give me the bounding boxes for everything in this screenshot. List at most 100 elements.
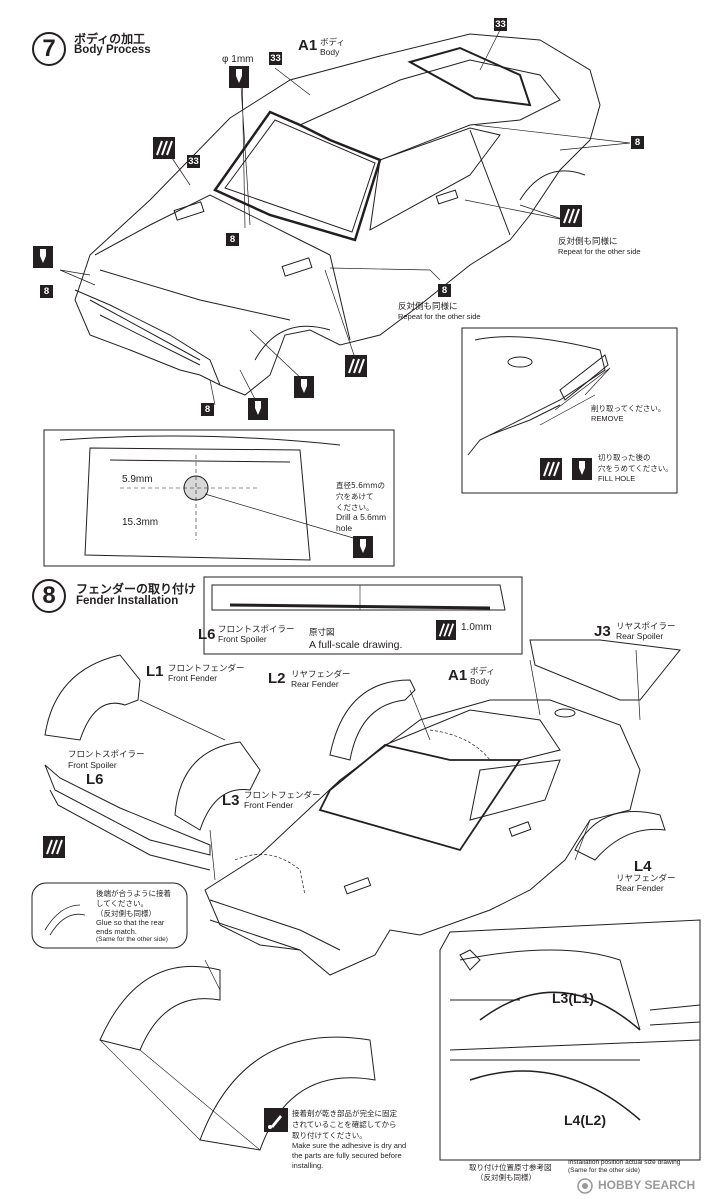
drill-note-jp-1: 直径5.6mmの (336, 481, 386, 490)
fullscale-label-en: A full-scale drawing. (309, 639, 403, 651)
glue-icon (264, 1108, 288, 1132)
watermark-text: HOBBY SEARCH (598, 1178, 696, 1192)
j3-label-jp: リヤスポイラー (616, 622, 676, 632)
l1-code: L1 (146, 663, 164, 680)
paint-tag-33: 33 (269, 52, 282, 65)
dry-note-en-2: the parts are fully secured before (292, 1151, 402, 1160)
paint-stripes-icon (43, 836, 65, 858)
l6-code: L6 (86, 771, 104, 788)
drill-size-label: φ 1mm (222, 54, 254, 65)
dim-bottom-label: 15.3mm (122, 517, 159, 528)
a1-step8-label-en: Body (470, 676, 490, 686)
position-label-rear: L4(L2) (564, 1112, 606, 1128)
position-caption-en-1: Installation position actual size drawin… (568, 1159, 681, 1166)
color-tag-8: 8 (226, 233, 239, 246)
remove-detail-drawing (461, 327, 678, 494)
repeat-note-en: Repeat for the other side (398, 312, 481, 321)
fullscale-part-code: L6 (198, 626, 216, 643)
remove-note-jp: 削り取ってください。 (591, 404, 666, 413)
color-tag-8: 8 (201, 403, 214, 416)
remove-note-en: REMOVE (591, 414, 624, 423)
l2-label-jp: リヤフェンダー (291, 670, 351, 680)
repeat-note-en: Repeat for the other side (558, 247, 641, 256)
position-caption-en-2: (Same for the other side) (568, 1167, 640, 1174)
fullscale-drawing (203, 576, 523, 655)
step7-car-body-drawing (59, 29, 631, 406)
hobbysearch-logo-icon (574, 1178, 596, 1194)
step-7-title-en: Body Process (74, 44, 151, 56)
glue-note-bubble (31, 882, 188, 949)
paint-tag-33: 33 (187, 155, 200, 168)
l6-label-en: Front Spoiler (68, 760, 117, 770)
fullscale-dim: 1.0mm (461, 622, 492, 633)
position-caption-jp-2: （反対側も同様） (476, 1173, 536, 1182)
glue-note-jp-1: 後端が合うように接着 (96, 889, 171, 898)
step-8-number: 8 (32, 579, 66, 613)
l4-code: L4 (634, 858, 652, 875)
dry-note-en-3: installing. (292, 1161, 324, 1170)
color-tag-8: 8 (40, 285, 53, 298)
fill-note-jp-2: 穴をうめてください。 (598, 464, 673, 473)
l4-label-en: Rear Fender (616, 883, 664, 893)
l3-label-en: Front Fender (244, 800, 294, 810)
dry-note-jp-2: されていることを確認してから (292, 1120, 397, 1129)
repeat-note-jp: 反対側も同様に (398, 302, 458, 312)
drill-note-jp-2: 穴をあけて (336, 492, 374, 501)
j3-label-en: Rear Spoiler (616, 631, 664, 641)
l2-label-en: Rear Fender (291, 679, 339, 689)
step-8-title-en: Fender Installation (76, 595, 179, 607)
drill-note-en-2: hole (336, 523, 353, 533)
step8-parts-drawing (44, 639, 681, 1151)
position-label-front: L3(L1) (552, 990, 594, 1006)
fill-note-en: FILL HOLE (598, 474, 636, 483)
l2-code: L2 (268, 670, 286, 687)
dry-note-jp-3: 取り付けてください。 (292, 1131, 367, 1140)
drill-icon (353, 536, 373, 558)
l4-label-jp: リヤフェンダー (616, 874, 676, 884)
fill-note-jp-1: 切り取った後の (598, 453, 651, 462)
position-caption-jp-1: 取り付け位置原寸参考図 (469, 1163, 552, 1172)
drill-icon (229, 66, 249, 88)
l1-label-jp: フロントフェンダー (168, 664, 245, 674)
fullscale-part-en: Front Spoiler (218, 634, 267, 644)
drill-detail-drawing (43, 429, 395, 567)
paint-stripes-icon (540, 458, 562, 480)
paint-stripes-icon (153, 137, 175, 159)
a1-code: A1 (298, 37, 318, 54)
color-tag-8: 8 (438, 284, 451, 297)
drill-note-jp-3: ください。 (336, 503, 374, 512)
step-8-title-jp: フェンダーの取り付け (76, 582, 197, 596)
paint-stripes-icon (436, 620, 456, 640)
dry-note-en-1: Make sure the adhesive is dry and (292, 1141, 407, 1150)
a1-label-jp: ボディ (320, 38, 345, 48)
drill-note-en-1: Drill a 5.6mm (336, 512, 387, 522)
a1-step8-label-jp: ボディ (470, 667, 495, 677)
l3-code: L3 (222, 792, 240, 809)
paint-tag-33: 33 (494, 18, 507, 31)
repeat-note-jp: 反対側も同様に (558, 237, 618, 247)
l6-label-jp: フロントスポイラー (68, 750, 145, 760)
dim-top-label: 5.9mm (122, 474, 153, 485)
l3-label-jp: フロントフェンダー (244, 791, 321, 801)
position-view-drawing (439, 919, 701, 1161)
paint-stripes-icon (345, 355, 367, 377)
drill-icon (572, 458, 592, 480)
step-7-number: 7 (32, 32, 66, 66)
drill-icon (248, 398, 268, 420)
glue-note-jp-3: （反対側も同様） (96, 909, 156, 918)
drill-icon (294, 376, 314, 398)
color-tag-8: 8 (631, 136, 644, 149)
glue-note-en-3: (Same for the other side) (96, 936, 168, 943)
glue-note-en-1: Glue so that the rear (96, 918, 165, 927)
dry-note-jp-1: 接着剤が乾き部品が完全に固定 (292, 1109, 397, 1118)
fullscale-part-jp: フロントスポイラー (218, 625, 295, 635)
drill-icon (33, 246, 53, 268)
glue-note-en-2: ends match. (96, 927, 137, 936)
a1-label-en: Body (320, 47, 340, 57)
fullscale-label-jp: 原寸図 (309, 628, 335, 638)
paint-stripes-icon (560, 205, 582, 227)
a1-step8-code: A1 (448, 667, 468, 684)
glue-note-jp-2: してください。 (96, 899, 149, 908)
l1-label-en: Front Fender (168, 673, 218, 683)
j3-code: J3 (594, 623, 611, 640)
